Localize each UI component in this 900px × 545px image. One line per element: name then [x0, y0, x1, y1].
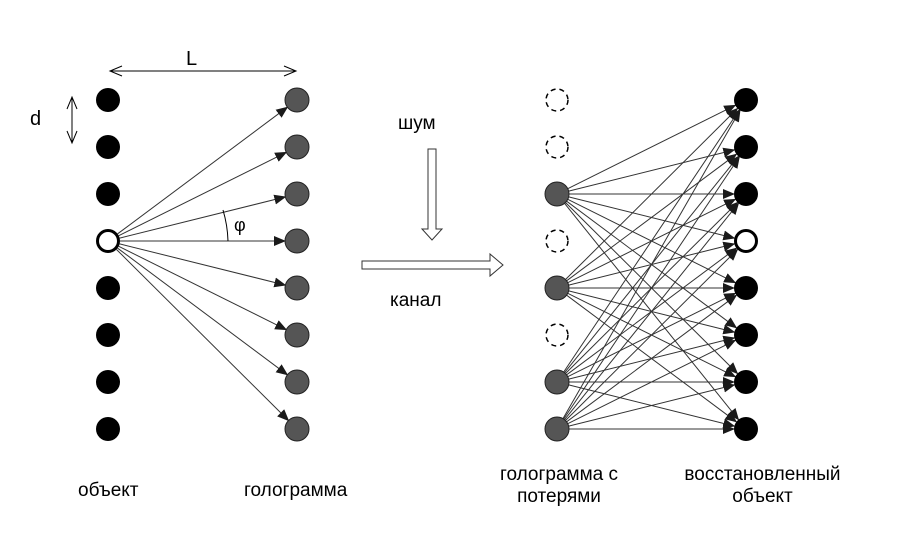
- restored-object-label-line1: восстановленный: [684, 464, 841, 485]
- restored-object-point: [734, 323, 758, 347]
- length-label: L: [186, 48, 198, 70]
- lossy-hologram-label: голограмма с потерями: [489, 464, 629, 508]
- hologram-point: [284, 275, 310, 301]
- object-point: [96, 417, 120, 441]
- hologram-point: [284, 228, 310, 254]
- lossy-hologram-point: [544, 369, 570, 395]
- restored-object-point: [734, 417, 758, 441]
- restored-object-label-line2: объект: [732, 486, 793, 507]
- propagation-ray: [118, 151, 288, 237]
- propagation-ray: [116, 249, 290, 422]
- noise-label: шум: [398, 113, 436, 134]
- hologram-point: [284, 322, 310, 348]
- propagation-ray: [117, 106, 289, 235]
- lossy-hologram-point: [544, 416, 570, 442]
- spacing-dimension-arrow: [66, 95, 78, 145]
- restored-object-point: [734, 88, 758, 112]
- reconstruction-ray: [565, 107, 739, 280]
- object-point: [96, 370, 120, 394]
- length-dimension-arrow: [108, 65, 298, 77]
- hologram-point: [284, 181, 310, 207]
- hologram-point: [284, 134, 310, 160]
- restored-object-point: [734, 135, 758, 159]
- propagation-ray: [119, 243, 287, 288]
- hologram-point: [284, 416, 310, 442]
- reconstruction-ray: [568, 147, 736, 192]
- reconstruction-ray: [563, 109, 740, 373]
- angle-label: φ: [234, 215, 246, 235]
- lost-hologram-point: [545, 135, 569, 159]
- hologram-point: [284, 87, 310, 113]
- object-point: [96, 276, 120, 300]
- lossy-hologram-label-line1: голограмма с: [499, 464, 619, 485]
- restored-object-point: [734, 276, 758, 300]
- reconstruction-ray: [566, 294, 738, 423]
- restored-object-point: [734, 370, 758, 394]
- propagation-ray: [118, 245, 288, 331]
- spacing-label: d: [30, 108, 42, 130]
- object-label: объект: [78, 480, 139, 501]
- hologram-label: голограмма: [244, 480, 348, 501]
- reconstruction-ray: [566, 153, 738, 282]
- reconstruction-ray: [568, 382, 736, 427]
- restored-source-point: [734, 229, 758, 253]
- object-point: [96, 135, 120, 159]
- propagation-ray: [117, 247, 289, 376]
- lost-hologram-point: [545, 323, 569, 347]
- lossy-hologram-point: [544, 181, 570, 207]
- channel-label: канал: [390, 290, 442, 311]
- restored-object-label: восстановленный объект: [665, 464, 860, 508]
- angle-arc: [222, 209, 229, 242]
- object-point: [96, 182, 120, 206]
- channel-arrow: [361, 252, 504, 278]
- reconstruction-ray: [567, 104, 737, 190]
- object-source-point: [96, 229, 120, 253]
- hologram-point: [284, 369, 310, 395]
- lossy-hologram-label-line2: потерями: [517, 486, 601, 507]
- reconstruction-ray: [564, 202, 740, 420]
- reconstruction-ray: [567, 339, 737, 425]
- noise-arrow: [420, 148, 444, 241]
- lossy-hologram-point: [544, 275, 570, 301]
- reconstruction-ray: [565, 248, 739, 421]
- reconstruction-ray: [562, 109, 741, 419]
- lost-hologram-point: [545, 229, 569, 253]
- reconstruction-ray: [563, 156, 740, 420]
- object-point: [96, 323, 120, 347]
- restored-object-point: [734, 182, 758, 206]
- object-point: [96, 88, 120, 112]
- propagation-ray: [119, 194, 287, 239]
- lost-hologram-point: [545, 88, 569, 112]
